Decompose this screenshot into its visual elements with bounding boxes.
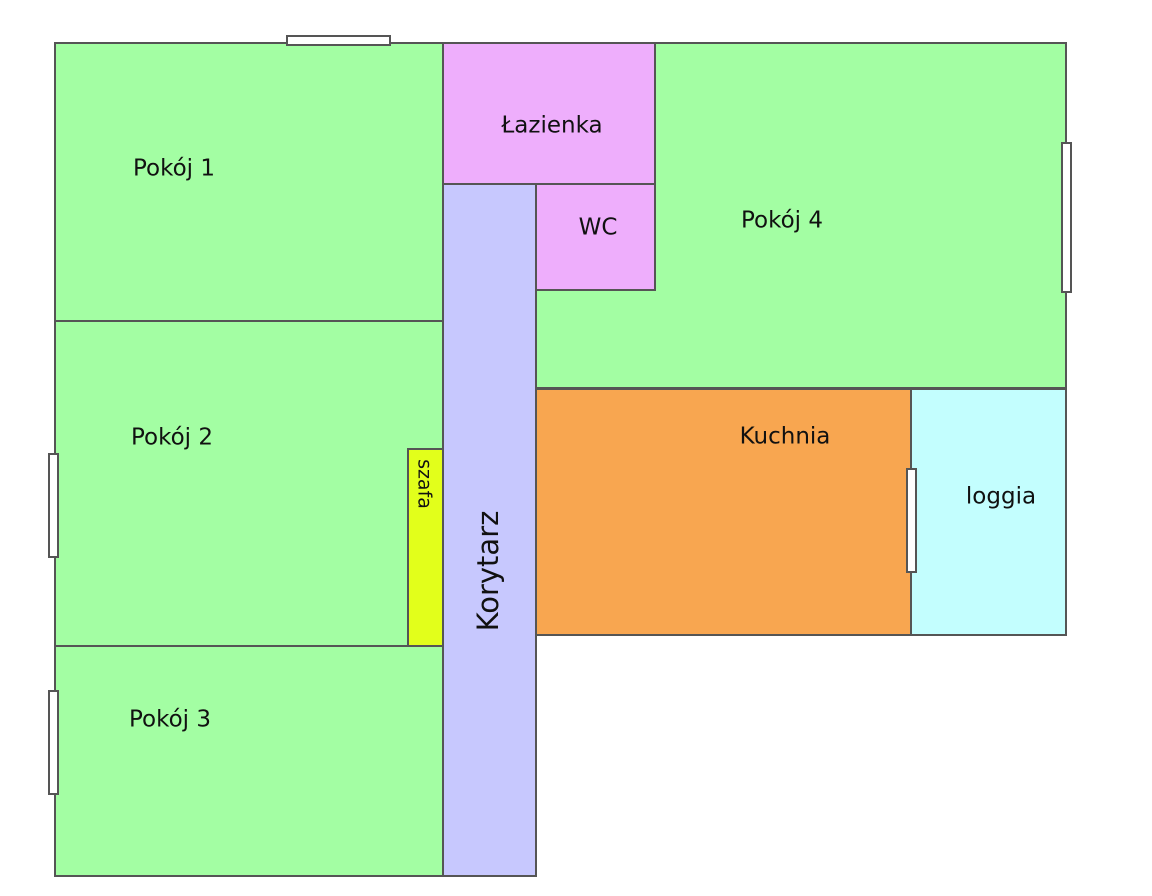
label-pokoj-4: Pokój 4 xyxy=(741,208,823,234)
label-wc: WC xyxy=(579,215,618,241)
label-lazienka: Łazienka xyxy=(500,113,602,139)
label-pokoj-3: Pokój 3 xyxy=(129,707,211,733)
room-loggia xyxy=(910,388,1067,636)
label-szafa: szafa xyxy=(414,459,436,509)
room-kuchnia xyxy=(535,388,912,636)
label-korytarz: Korytarz xyxy=(471,511,505,632)
room-pokoj-1 xyxy=(54,42,444,322)
label-pokoj-2: Pokój 2 xyxy=(131,425,213,451)
room-pokoj-3 xyxy=(54,645,444,877)
window-left-pokoj-2 xyxy=(48,453,59,558)
room-wc xyxy=(535,183,656,291)
label-pokoj-1: Pokój 1 xyxy=(133,156,215,182)
window-right-pokoj-4 xyxy=(1061,142,1072,293)
label-loggia: loggia xyxy=(966,484,1036,510)
window-kitchen-loggia xyxy=(906,468,917,573)
room-pokoj-2 xyxy=(54,320,444,647)
window-top-pokoj-1 xyxy=(286,35,391,46)
room-korytarz xyxy=(442,183,537,877)
wardrobe-szafa xyxy=(407,448,444,647)
window-left-pokoj-3 xyxy=(48,690,59,795)
label-kuchnia: Kuchnia xyxy=(740,424,831,450)
room-lazienka-overlay xyxy=(442,42,656,185)
